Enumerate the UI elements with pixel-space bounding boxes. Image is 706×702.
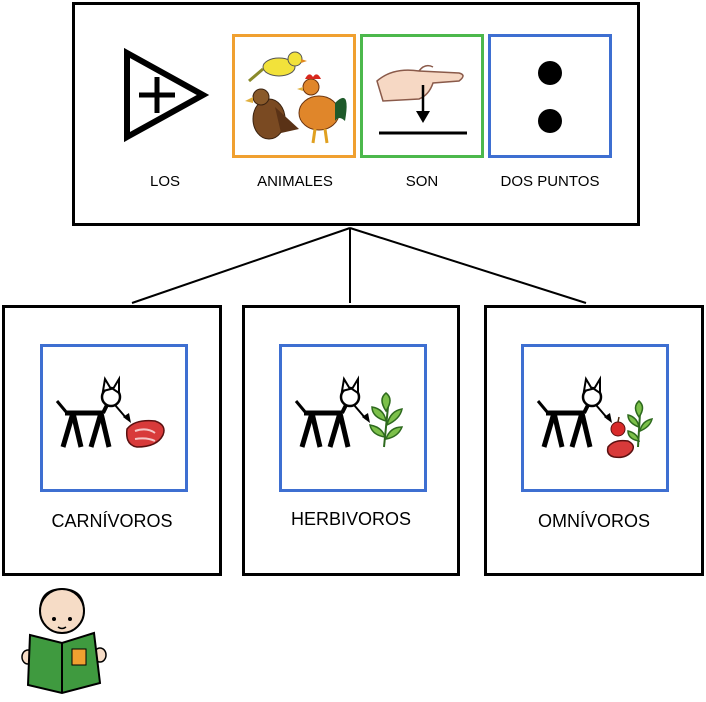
category-label-omnivoros: OMNÍVOROS	[537, 511, 650, 531]
category-box-omnivoros: OMNÍVOROS	[484, 305, 704, 576]
animal-eating-meat-and-plant-icon	[521, 344, 669, 492]
category-label-herbivoros: HERBIVOROS	[290, 509, 412, 529]
animal-eating-meat-icon	[40, 344, 188, 492]
verb-to-be-hand-icon	[360, 34, 484, 158]
word-label-son: SON	[405, 173, 439, 190]
sentence-box: LOS ANIMALES	[72, 2, 640, 226]
animal-eating-plant-icon	[279, 344, 427, 492]
colon-icon	[488, 34, 612, 158]
category-label-carnivoros: CARNÍVOROS	[51, 511, 173, 531]
animals-birds-icon	[232, 34, 356, 158]
category-box-herbivoros: HERBIVOROS	[242, 305, 460, 576]
word-label-animales: ANIMALES	[257, 173, 333, 190]
word-label-dos-puntos: DOS PUNTOS	[500, 173, 600, 190]
determiner-plus-icon	[119, 45, 211, 145]
child-reading-book-icon	[18, 585, 114, 697]
category-box-carnivoros: CARNÍVOROS	[2, 305, 222, 576]
word-label-los: LOS	[149, 173, 180, 190]
